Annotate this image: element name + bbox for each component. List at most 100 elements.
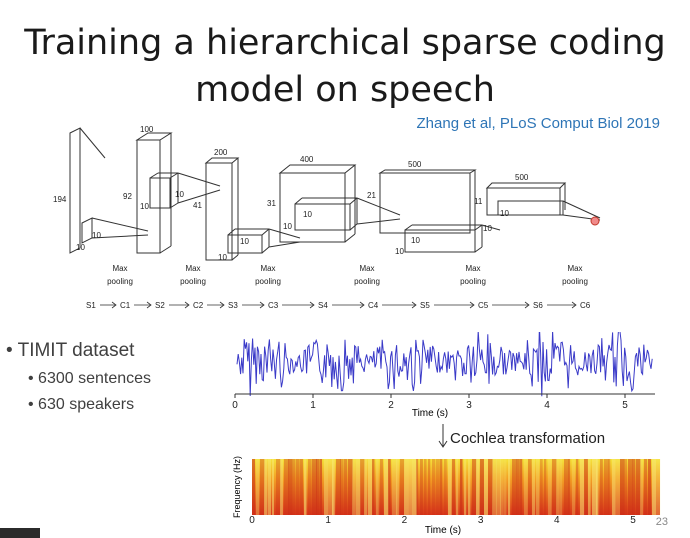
stage-label: C1 [120, 301, 131, 310]
stage-label: C5 [478, 301, 489, 310]
spectrogram-band [280, 459, 283, 515]
dim-label: 10 [218, 253, 227, 262]
dim-label: 10 [283, 222, 292, 231]
spectrogram-band [380, 459, 383, 515]
stage-arrowhead-icon [411, 301, 417, 309]
dim-label: 10 [411, 236, 420, 245]
axis-tick-label: 5 [630, 515, 636, 526]
spectrogram-band [300, 459, 303, 515]
spectrogram-band [524, 459, 528, 515]
stage-arrowhead-icon [524, 301, 530, 309]
dim-label: 10 [240, 237, 249, 246]
spectrogram-band [460, 459, 463, 515]
pooling-label: pooling [107, 277, 133, 286]
spectrogram-band [376, 459, 379, 515]
spectrogram-band [500, 459, 504, 515]
dim-label: 400 [300, 155, 314, 164]
stage-label: S1 [86, 301, 96, 310]
spectrogram-band [616, 459, 621, 515]
spectrogram-band [260, 459, 265, 515]
spectrogram-xlabel: Time (s) [425, 525, 461, 536]
axis-tick-label: 4 [554, 515, 560, 526]
spectrogram-band [404, 459, 409, 515]
stage-label: C6 [580, 301, 591, 310]
stage-arrowhead-icon [259, 301, 265, 309]
spectrogram-band [448, 459, 452, 515]
slide-title-line1: Training a hierarchical sparse coding [24, 23, 666, 63]
dim-label: 194 [53, 195, 67, 204]
output-node-icon [590, 216, 600, 226]
spectrogram-band [620, 459, 625, 515]
spectrogram-band [440, 459, 443, 515]
spectrogram-band [572, 459, 576, 515]
spectrogram-ylabel: Frequency (Hz) [232, 456, 242, 518]
spectrogram-band [328, 459, 333, 515]
spectrogram-band [588, 459, 591, 515]
spectrogram-band [656, 459, 661, 515]
spectrogram-band [476, 459, 480, 515]
spectrogram-band [344, 459, 348, 515]
spectrogram-band [400, 459, 405, 515]
stage-arrowhead-icon [219, 301, 225, 309]
stage-label: C2 [193, 301, 204, 310]
spectrogram-band [564, 459, 569, 515]
spectrogram-band [496, 459, 501, 515]
spectrogram-band [464, 459, 467, 515]
spectrogram-band [436, 459, 440, 515]
citation: Zhang et al, PLoS Comput Biol 2019 [416, 115, 661, 132]
spectrogram-band [332, 459, 335, 515]
spectrogram-band [484, 459, 488, 515]
spectrogram-band [600, 459, 603, 515]
spectrogram-band [504, 459, 507, 515]
pooling-label: Max [359, 264, 374, 273]
axis-tick-label: 2 [388, 400, 394, 411]
spectrogram-band [424, 459, 427, 515]
spectrogram-band [560, 459, 563, 515]
axis-tick-label: 1 [310, 400, 316, 411]
stage-arrowhead-icon [359, 301, 365, 309]
slide-title-line2: model on speech [195, 70, 495, 110]
axis-tick-label: 0 [249, 515, 255, 526]
spectrogram-band [512, 459, 517, 515]
dim-label: 10 [76, 243, 85, 252]
spectrogram-band [284, 459, 289, 515]
spectrogram-band [596, 459, 599, 515]
pooling-label: pooling [460, 277, 486, 286]
stage-arrowhead-icon [111, 301, 117, 309]
spectrogram-band [276, 459, 281, 515]
spectrogram-band [308, 459, 312, 515]
spectrogram-band [592, 459, 597, 515]
spectrogram-band [488, 459, 493, 515]
axis-tick-label: 2 [402, 515, 408, 526]
spectrogram-band [336, 459, 341, 515]
cochlea-transformation-label: Cochlea transformation [450, 430, 606, 447]
pooling-label: Max [465, 264, 480, 273]
spectrogram-band [352, 459, 356, 515]
spectrogram-band [312, 459, 317, 515]
bullet-list: • TIMIT dataset • 6300 sentences • 630 s… [6, 340, 151, 414]
spectrogram-band [432, 459, 436, 515]
bullet-sub: • 6300 sentences [28, 370, 152, 387]
spectrogram-band [368, 459, 373, 515]
bullet-sub: • 630 speakers [28, 396, 135, 413]
dim-label: 11 [474, 197, 483, 206]
network-diagram: 194 10 10 100 92 10 10 200 41 10 10 400 … [53, 125, 601, 310]
spectrogram-band [316, 459, 320, 515]
dim-label: 10 [92, 231, 101, 240]
dim-label: 10 [140, 202, 149, 211]
spectrogram-band [628, 459, 633, 515]
pooling-label: pooling [180, 277, 206, 286]
spectrogram-band [416, 459, 419, 515]
spectrogram-band [544, 459, 547, 515]
spectrogram-band [568, 459, 571, 515]
corner-watermark [0, 528, 40, 538]
spectrogram-band [288, 459, 293, 515]
axis-tick-label: 3 [466, 400, 472, 411]
spectrogram-band [392, 459, 397, 515]
axis-tick-label: 1 [325, 515, 331, 526]
spectrogram-band [584, 459, 588, 515]
axis-tick-label: 4 [544, 400, 550, 411]
spectrogram-band [508, 459, 511, 515]
spectrogram-band [356, 459, 361, 515]
